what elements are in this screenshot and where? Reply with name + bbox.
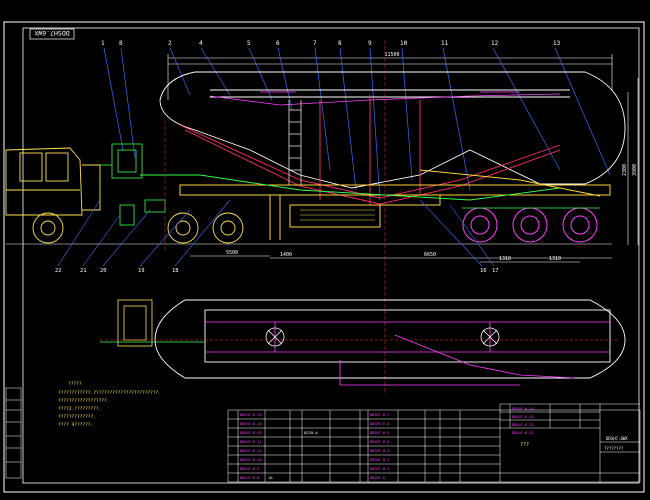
dim-height: 3900 bbox=[632, 164, 638, 176]
svg-text:?????????????.: ?????????????. bbox=[58, 414, 96, 420]
svg-text:DDSH7.6-4: DDSH7.6-4 bbox=[370, 440, 389, 444]
svg-text:DDSH7.6-14: DDSH7.6-14 bbox=[240, 422, 262, 426]
svg-text:10: 10 bbox=[400, 40, 408, 47]
chassis-frame bbox=[179, 169, 611, 240]
top-view-kingpin bbox=[100, 299, 205, 347]
svg-text:21: 21 bbox=[80, 268, 87, 274]
svg-text:????????????.?????????????????: ????????????.????????????????????????. bbox=[58, 390, 161, 396]
title-block-code: DDSH7.6WX bbox=[606, 436, 628, 441]
drawing-code-text: DDSH7.6WX bbox=[34, 29, 69, 37]
inner-frame bbox=[22, 27, 640, 484]
svg-text:DDSH7.6-13: DDSH7.6-13 bbox=[240, 431, 262, 435]
dim-tank-height: 2300 bbox=[622, 164, 628, 176]
svg-text:8: 8 bbox=[338, 40, 342, 47]
svg-text:2: 2 bbox=[168, 40, 172, 47]
material-marker: Q235-A bbox=[304, 430, 318, 435]
dim-front-overhang: 1400 bbox=[280, 252, 292, 258]
outer-frame bbox=[3, 21, 645, 493]
svg-text:11: 11 bbox=[441, 40, 449, 47]
svg-text:16: 16 bbox=[480, 268, 487, 274]
svg-text:DDSH7.6-3: DDSH7.6-3 bbox=[370, 449, 389, 453]
parts-table-mid-codes: DDSH7.6-7 DDSH7.6-6 DDSH7.6-5 DDSH7.6-4 … bbox=[370, 413, 389, 480]
manhole-icons bbox=[265, 327, 500, 347]
top-catwalk bbox=[209, 91, 561, 106]
svg-text:DDSH7.6-8: DDSH7.6-8 bbox=[240, 476, 259, 480]
svg-text:DDSH7.6-12: DDSH7.6-12 bbox=[240, 440, 262, 444]
svg-text:DDSH7.6-23: DDSH7.6-23 bbox=[512, 415, 534, 419]
svg-text:DDSH7.6-15: DDSH7.6-15 bbox=[240, 413, 262, 417]
dim-axle-b: 1310 bbox=[549, 256, 561, 262]
svg-text:12: 12 bbox=[491, 40, 499, 47]
svg-text:20: 20 bbox=[100, 268, 107, 274]
svg-text:DDSH7.6-2: DDSH7.6-2 bbox=[370, 458, 389, 462]
svg-text:13: 13 bbox=[553, 40, 561, 47]
parts-table bbox=[227, 403, 641, 483]
drawing-code-box: DDSH7.6WX bbox=[29, 28, 75, 40]
svg-text:DDSH7.6-9: DDSH7.6-9 bbox=[240, 467, 259, 471]
tractor-cab bbox=[5, 147, 101, 216]
ladder bbox=[288, 100, 302, 185]
svg-text:DDSH7.6-22: DDSH7.6-22 bbox=[512, 423, 534, 427]
tractor-wheels bbox=[32, 212, 244, 244]
svg-text:6: 6 bbox=[276, 40, 280, 47]
technical-notes: ????? ????????????.?????????????????????… bbox=[58, 381, 161, 428]
svg-text:DDSH7.6: DDSH7.6 bbox=[370, 476, 385, 480]
bottom-leaders bbox=[57, 199, 495, 267]
svg-text:17: 17 bbox=[492, 268, 499, 274]
left-qty: 10 bbox=[268, 475, 273, 480]
pipe-line bbox=[140, 174, 561, 201]
svg-text:9: 9 bbox=[368, 40, 372, 47]
svg-text:DDSH7.6-5: DDSH7.6-5 bbox=[370, 431, 389, 435]
bottom-callouts: 22 21 20 19 18 16 17 bbox=[55, 268, 499, 274]
svg-text:4: 4 bbox=[199, 40, 203, 47]
svg-text:??????????????????.: ??????????????????. bbox=[58, 398, 109, 404]
svg-text:18: 18 bbox=[172, 268, 179, 274]
left-margin-table bbox=[5, 387, 22, 479]
dim-axle-a: 1310 bbox=[499, 256, 511, 262]
svg-text:DDSH7.6-21: DDSH7.6-21 bbox=[512, 431, 534, 435]
svg-text:DDSH7.6-10: DDSH7.6-10 bbox=[240, 458, 262, 462]
underbody-grid bbox=[300, 209, 375, 221]
air-tank bbox=[119, 199, 166, 226]
svg-text:DDSH7.6-24: DDSH7.6-24 bbox=[512, 407, 534, 411]
title-block-name: ???????? bbox=[604, 446, 624, 451]
compressor bbox=[100, 143, 143, 179]
svg-text:DDSH7.6-1: DDSH7.6-1 bbox=[370, 467, 389, 471]
revision-label: ??? bbox=[520, 442, 529, 448]
fluidizing-bed bbox=[179, 95, 561, 205]
top-view-tank bbox=[154, 299, 626, 379]
svg-text:1: 1 bbox=[101, 40, 105, 47]
dim-overall: 11500 bbox=[384, 52, 399, 58]
parts-table-left-codes: DDSH7.6-15 DDSH7.6-14 DDSH7.6-13 DDSH7.6… bbox=[240, 413, 262, 480]
part-number-labels: 1 8 2 4 5 6 7 8 9 10 11 12 13 bbox=[101, 40, 561, 47]
bottom-dimensions bbox=[190, 255, 612, 263]
svg-text:DDSH7.6-7: DDSH7.6-7 bbox=[370, 413, 389, 417]
tank-body bbox=[159, 71, 626, 189]
dim-left-span: 5500 bbox=[226, 250, 238, 256]
top-view-pipe bbox=[339, 334, 576, 386]
svg-text:8: 8 bbox=[119, 40, 123, 47]
svg-text:19: 19 bbox=[138, 268, 145, 274]
svg-text:DDSH7.6-11: DDSH7.6-11 bbox=[240, 449, 262, 453]
svg-text:?????: ????? bbox=[68, 381, 82, 387]
parts-table-right-list: DDSH7.6-24 DDSH7.6-23 DDSH7.6-22 DDSH7.6… bbox=[512, 407, 534, 435]
trailer-wheels bbox=[462, 207, 598, 243]
svg-text:????2.?????????.: ????2.?????????. bbox=[58, 406, 101, 412]
center-lines bbox=[164, 40, 386, 395]
svg-text:5: 5 bbox=[247, 40, 251, 47]
svg-text:7: 7 bbox=[313, 40, 317, 47]
svg-text:22: 22 bbox=[55, 268, 62, 274]
top-dimensions bbox=[167, 54, 639, 245]
svg-text:???? 4??????.: ???? 4??????. bbox=[58, 422, 93, 428]
svg-text:DDSH7.6-6: DDSH7.6-6 bbox=[370, 422, 389, 426]
dim-rear-span: 6650 bbox=[424, 252, 436, 258]
